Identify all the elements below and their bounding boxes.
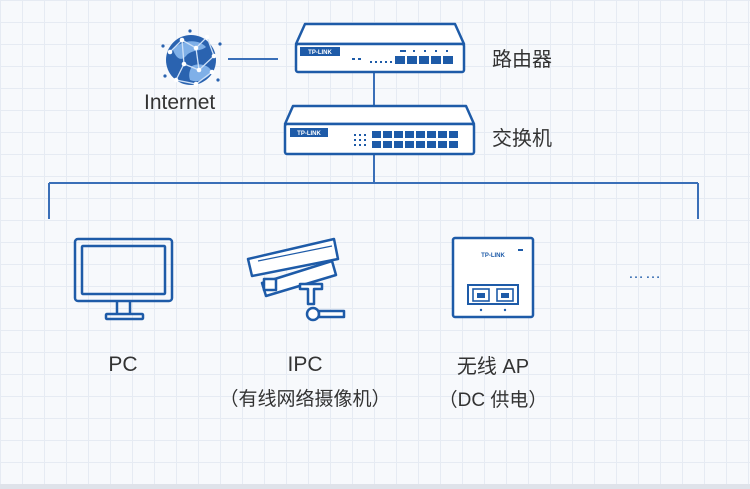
router-label: 路由器 [492, 49, 552, 71]
svg-text:TP-LINK: TP-LINK [481, 253, 505, 259]
connection-lines [48, 58, 699, 219]
bottom-border [0, 484, 750, 489]
globe-icon [161, 29, 222, 87]
ap-label: 无线 AP [456, 356, 530, 378]
ipc-label: IPC [287, 353, 323, 376]
router-device: TP-LINK [294, 22, 466, 74]
internet-label: Internet [144, 91, 216, 114]
pc-monitor-icon [73, 237, 174, 321]
switch-label: 交换机 [492, 128, 552, 150]
switch-device: TP-LINK [283, 104, 476, 156]
pc-label: PC [108, 353, 138, 376]
svg-text:TP-LINK: TP-LINK [308, 50, 332, 56]
wireless-ap-icon: TP-LINK [451, 236, 535, 319]
ap-sublabel: （DC 供电） [438, 390, 548, 411]
ipc-camera-icon [246, 237, 346, 322]
ipc-sublabel: （有线网络摄像机） [219, 389, 391, 410]
more-devices-ellipsis: …… [628, 265, 662, 282]
svg-text:TP-LINK: TP-LINK [297, 131, 321, 137]
